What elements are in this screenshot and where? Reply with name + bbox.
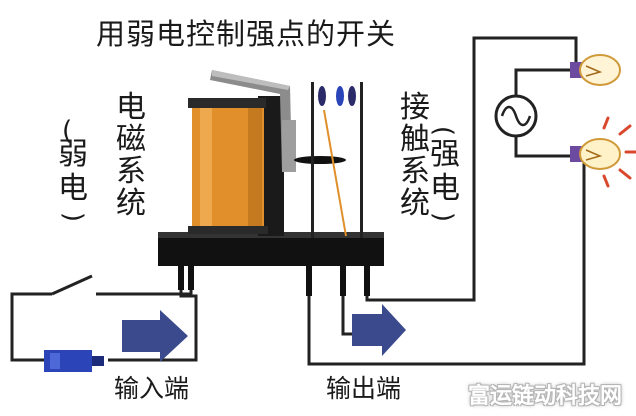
contact-post-left (311, 82, 314, 238)
page-title: 用弱电控制强点的开关 (96, 17, 397, 51)
ac-source-icon (494, 94, 538, 138)
input-arrow-icon (122, 310, 188, 362)
left-system-label: 电磁系统 (116, 90, 146, 221)
right-system-label: 接触系统 (400, 90, 430, 221)
switch-icon (51, 274, 108, 296)
contact-spring (323, 109, 347, 237)
output-arrow-icon (352, 304, 406, 356)
right-system-sublabel: 强电 (430, 137, 460, 206)
coil-top-cap (188, 98, 266, 108)
output-circuit (307, 36, 586, 366)
left-system-sublabel: 弱电 (58, 137, 88, 206)
input-circuit (10, 290, 198, 362)
input-label: 输入端 (114, 374, 190, 403)
left-paren-open: ( (62, 116, 73, 146)
left-paren-close: ) (58, 211, 89, 223)
pin-2 (188, 264, 194, 290)
right-paren-close: ) (428, 211, 459, 223)
pin-1 (178, 264, 184, 290)
contact-post-right (360, 82, 363, 238)
lamp-icon-top (570, 54, 621, 86)
lamp-icon-bottom-lit (570, 116, 636, 188)
pin-5 (364, 264, 370, 296)
contact-points-icon (318, 86, 356, 106)
coil-icon (188, 108, 268, 234)
armature-icon (210, 70, 296, 172)
output-label: 输出端 (326, 374, 402, 403)
battery-icon (44, 350, 104, 372)
right-paren-open: ( (428, 125, 459, 137)
pin-3 (306, 264, 312, 296)
lever-icon (294, 156, 346, 164)
relay-base (158, 236, 384, 266)
watermark: 富运链动科技网 (468, 384, 623, 409)
pin-4 (340, 264, 346, 296)
